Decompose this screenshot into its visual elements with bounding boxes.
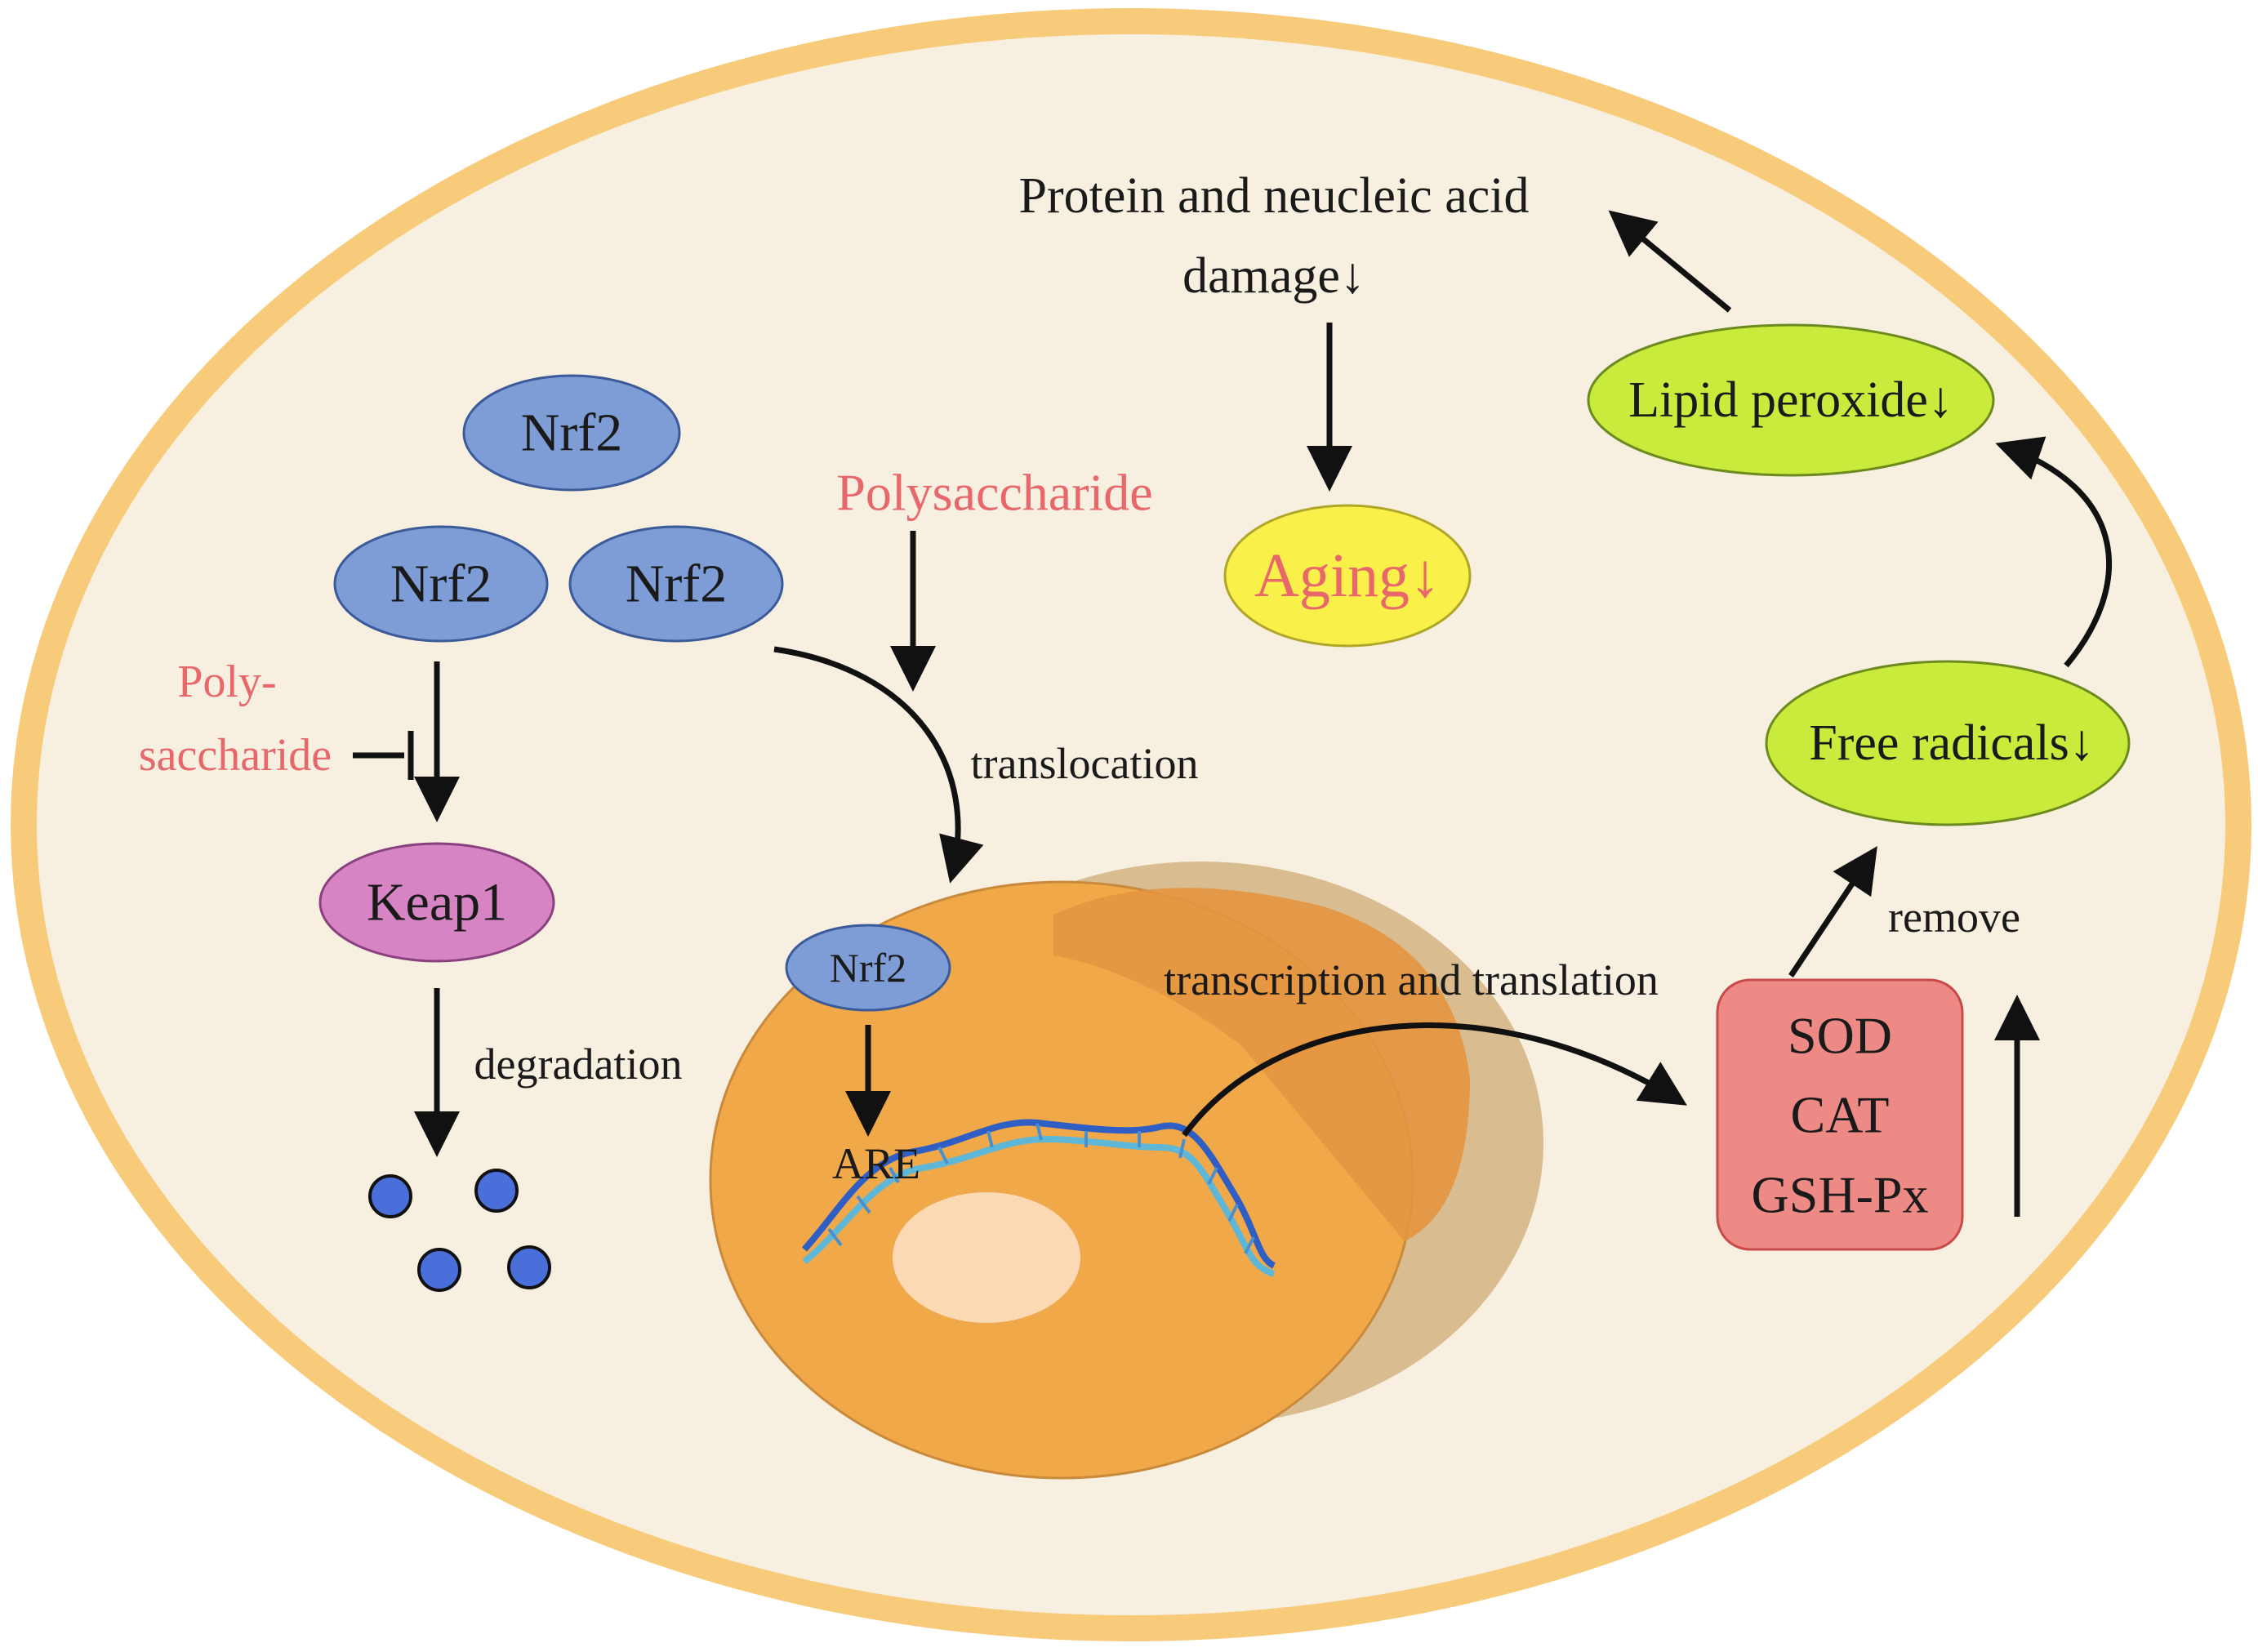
nrf2-left-shape [333, 525, 549, 643]
arrow-free-radicals-to-lipid [1995, 436, 2112, 668]
dna-helix [802, 1119, 1276, 1277]
nrf2-right: Nrf2 [568, 525, 784, 643]
nrf2-top: Nrf2 [462, 374, 681, 492]
arrow-translocation [773, 646, 984, 884]
arrow-transcription [1182, 1022, 1687, 1138]
nrf2-left: Nrf2 [333, 525, 549, 643]
inhibition-symbol [353, 731, 414, 780]
nrf2-top-label: Nrf2 [521, 403, 623, 463]
lipid-peroxide: Lipid peroxide↓ [1587, 323, 1995, 477]
are-label: ARE [832, 1139, 920, 1188]
keap1-label: Keap1 [367, 873, 507, 933]
antioxidant-enzymes-box: SOD CAT GSH-Px [1716, 978, 1964, 1251]
free-radicals-shape [1765, 660, 2131, 826]
dna-rungs [827, 1123, 1255, 1254]
gshpx-label: GSH-Px [1752, 1166, 1929, 1224]
degradation-label: degradation [474, 1040, 683, 1089]
degradation-fragments [368, 1169, 551, 1292]
fragment-dot [474, 1169, 519, 1213]
aging-shape [1223, 504, 1472, 648]
arrow-enzymes-to-free-radicals [1788, 846, 1877, 977]
aging-label: Aging↓ [1254, 541, 1441, 610]
enzymes-box-shape [1716, 978, 1964, 1251]
nrf2-nucleus-shape [785, 924, 951, 1012]
translocation-label: translocation [971, 739, 1199, 788]
sod-label: SOD [1788, 1007, 1892, 1065]
fragment-dot [417, 1248, 461, 1292]
keap1: Keap1 [318, 842, 555, 963]
damage-label-line2: damage↓ [1182, 248, 1365, 304]
keap1-shape [318, 842, 555, 963]
nrf2-nucleus: Nrf2 [785, 924, 951, 1012]
free-radicals: Free radicals↓ [1765, 660, 2131, 826]
remove-label: remove [1888, 893, 2020, 942]
aging: Aging↓ [1223, 504, 1472, 648]
damage-label-line1: Protein and neucleic acid [1019, 168, 1530, 224]
cat-label: CAT [1791, 1086, 1890, 1144]
nrf2-left-label: Nrf2 [390, 554, 492, 614]
polysaccharide-label: Polysaccharide [836, 464, 1152, 522]
polysaccharide-inhibitor-label-line1: Poly- [177, 657, 276, 707]
nrf2-right-label: Nrf2 [626, 554, 728, 614]
free-radicals-label: Free radicals↓ [1809, 715, 2094, 771]
fragment-dot [507, 1245, 551, 1289]
lipid-peroxide-shape [1587, 323, 1995, 477]
transcription-translation-label: transcription and translation [1164, 955, 1659, 1004]
fragment-dot [368, 1174, 412, 1218]
polysaccharide-inhibitor-label-line2: saccharide [139, 730, 332, 781]
nucleolus [893, 1192, 1080, 1323]
arrow-lipid-to-damage [1608, 210, 1732, 313]
lipid-peroxide-label: Lipid peroxide↓ [1628, 372, 1953, 428]
nrf2-nucleus-label: Nrf2 [830, 945, 906, 991]
nrf2-right-shape [568, 525, 784, 643]
nrf2-top-shape [462, 374, 681, 492]
